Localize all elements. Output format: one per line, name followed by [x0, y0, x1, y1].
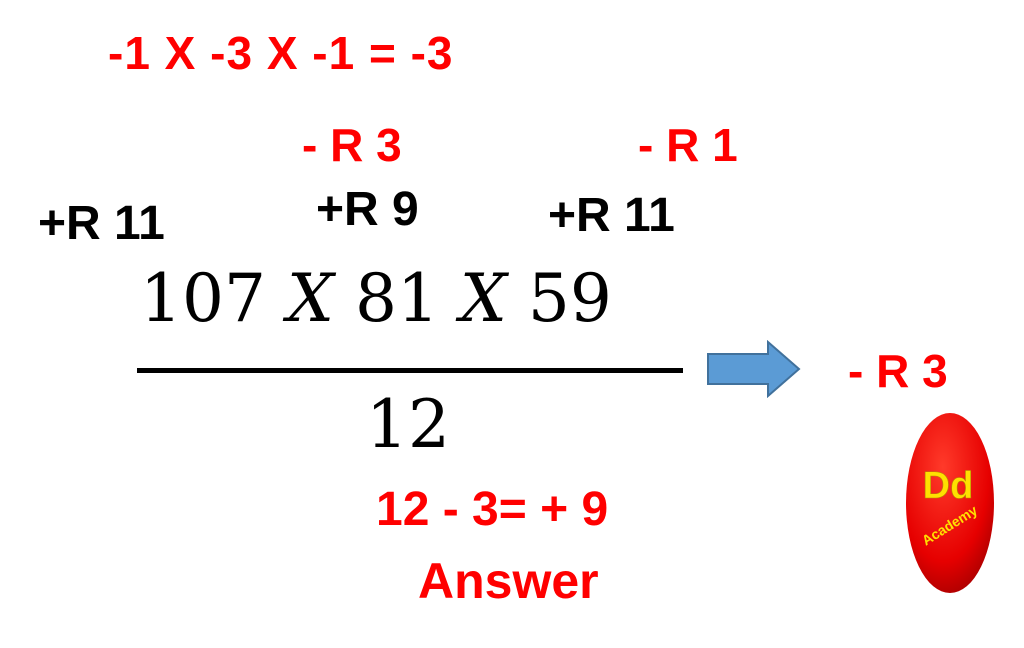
right-arrow-shape	[707, 340, 801, 398]
numerator-term-81: 81	[354, 260, 439, 337]
fraction-denominator: 12	[366, 386, 450, 463]
product-remainder: - R 3	[848, 345, 948, 397]
positive-remainder-81: +R 9	[316, 183, 419, 236]
final-calculation: 12 - 3= + 9	[376, 483, 609, 536]
sign-product-equation: -1 X -3 X -1 = -3	[108, 27, 454, 79]
logo-disc	[906, 413, 994, 593]
fraction-bar	[137, 368, 683, 373]
numerator-term-107: 107	[140, 260, 266, 337]
fraction-numerator: 107 X 81 X 59	[140, 266, 612, 332]
multiply-operator: X	[459, 260, 507, 337]
logo-letters: Dd	[923, 465, 974, 507]
negative-remainder-59: - R 1	[638, 119, 738, 171]
answer-label: Answer	[418, 553, 599, 609]
dd-academy-logo: Dd Academy	[906, 413, 994, 593]
numerator-term-59: 59	[527, 260, 612, 337]
negative-remainder-81: - R 3	[302, 119, 402, 171]
positive-remainder-59: +R 11	[548, 189, 675, 242]
right-arrow-icon	[707, 340, 801, 398]
multiply-operator: X	[286, 260, 334, 337]
positive-remainder-107: +R 11	[38, 197, 165, 250]
